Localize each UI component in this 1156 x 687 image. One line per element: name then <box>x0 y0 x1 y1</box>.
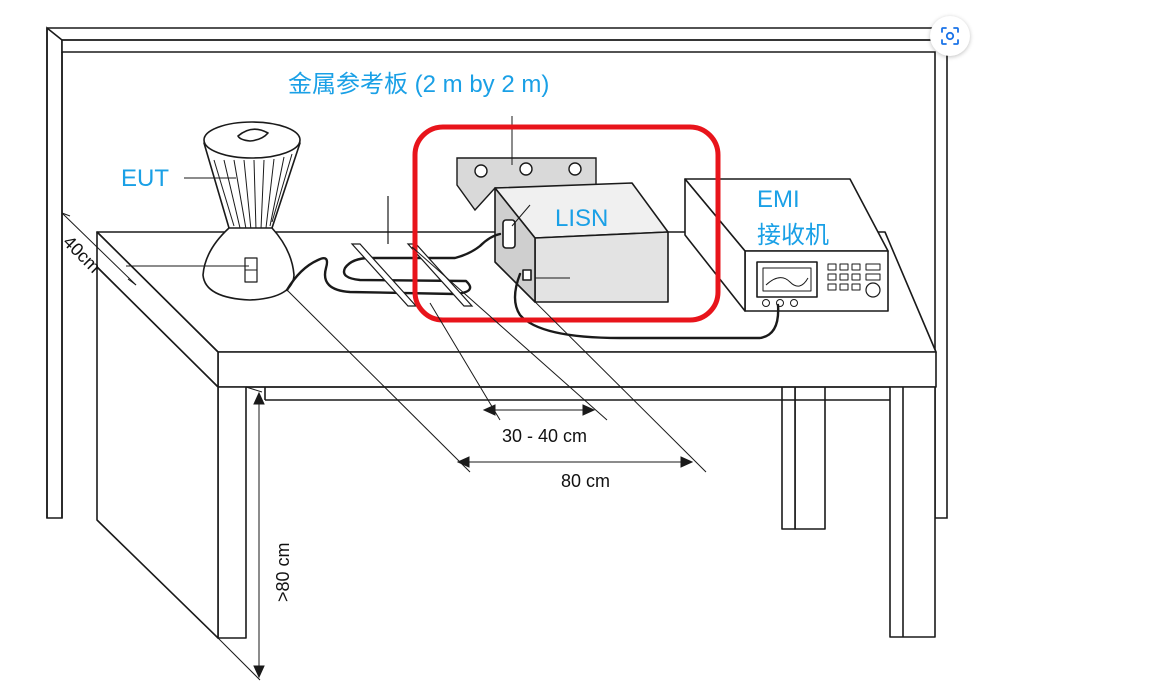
lisn-label: LISN <box>555 205 608 232</box>
dim-30-40cm-label: 30 - 40 cm <box>502 426 587 446</box>
image-search-icon <box>941 27 959 45</box>
dimension-lines <box>61 212 707 681</box>
eut-device <box>202 121 301 301</box>
emi-receiver-label-line2: 接收机 <box>757 222 829 249</box>
eut-label: EUT <box>121 165 169 192</box>
lisn-box <box>494 182 669 303</box>
image-search-button[interactable] <box>930 16 970 56</box>
emi-receiver <box>684 178 889 312</box>
dim-80cm-label: 80 cm <box>561 471 610 491</box>
emi-receiver-label-line1: EMI <box>757 186 800 213</box>
reference-plate-label: 金属参考板 (2 m by 2 m) <box>288 71 549 98</box>
leader-lines <box>126 177 249 267</box>
dim-gt80cm-label: >80 cm <box>273 542 293 602</box>
lisn-highlight-box <box>412 124 721 323</box>
plate-screw-icon <box>474 162 582 178</box>
